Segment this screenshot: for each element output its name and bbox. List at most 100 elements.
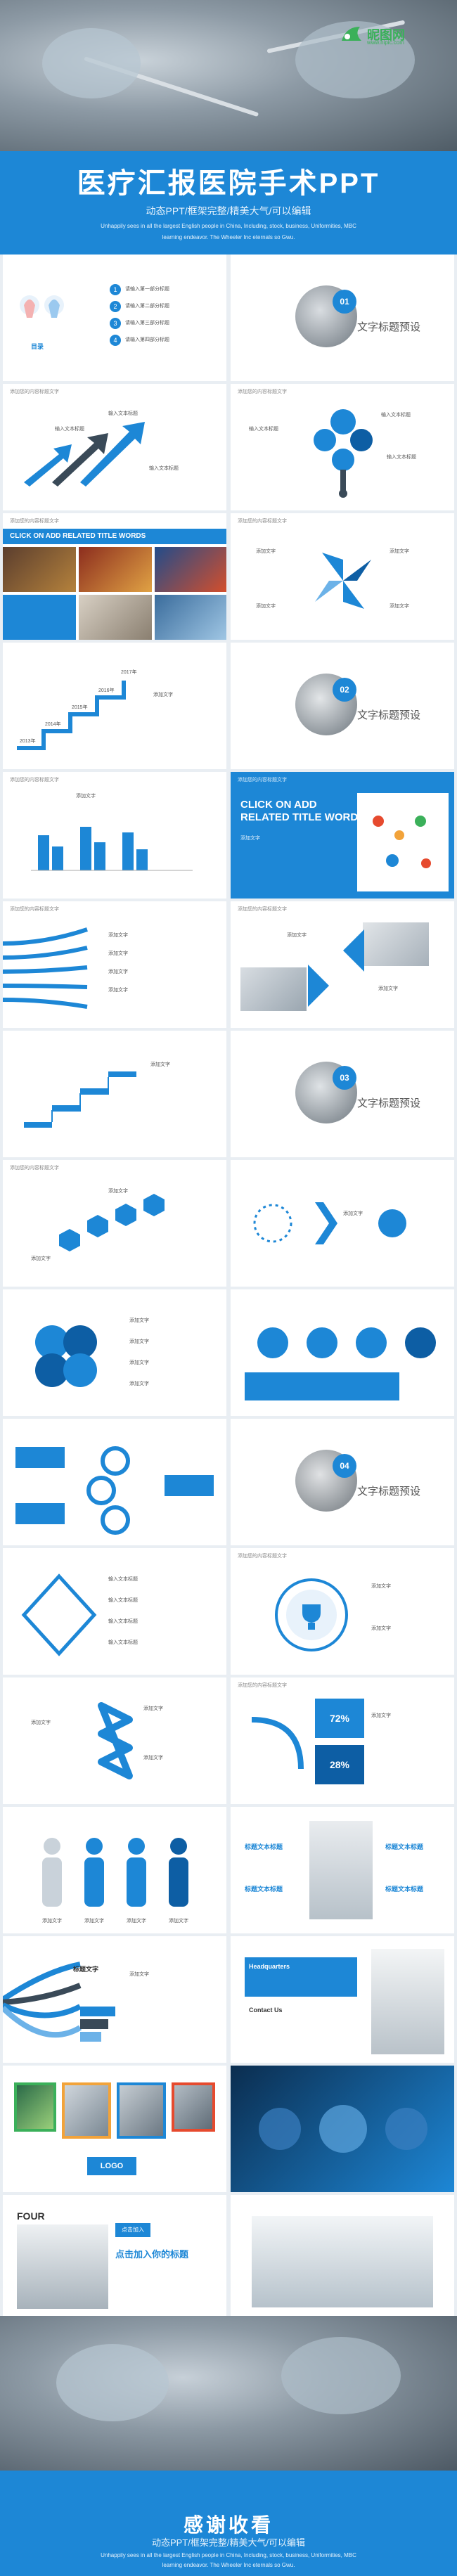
slide-contact[interactable]: Headquarters Contact Us [231, 1936, 454, 2063]
slide-gears[interactable] [3, 1419, 226, 1545]
slide-staircase[interactable]: 2013年 2014年 2015年 2016年 2017年 添加文字 [3, 643, 226, 769]
nurse-heading: 标题文本标题 [385, 1886, 424, 1893]
hexagon-label: 添加文字 [31, 1256, 51, 1261]
tech-icons-icon [259, 2105, 427, 2153]
slide-arrow-photos[interactable]: 添加您的内容标题文字 添加文字 添加文字 [231, 901, 454, 1028]
click-title: 点击加入你的标题 [115, 2249, 189, 2260]
toc-number: 4 [110, 335, 121, 346]
slide-click-blue[interactable]: 添加您的内容标题文字 CLICK ON ADD RELATED TITLE WO… [231, 772, 454, 899]
cover-subtitle: 动态PPT/框架完整/精美大气/可以编辑 Unhappily sees in a… [0, 205, 457, 243]
step-text: 添加文字 [150, 1062, 170, 1067]
slide-caption: 添加您的内容标题文字 [10, 907, 59, 912]
title-bar-text: CLICK ON ADD RELATED TITLE WORDS [10, 532, 146, 540]
slide-pinwheel[interactable]: 添加您的内容标题文字 添加文字 添加文字 添加文字 添加文字 [231, 513, 454, 640]
text-panel [3, 595, 76, 640]
slide-section-4[interactable]: 04 文字标题预设 [231, 1419, 454, 1545]
slide-color-frames[interactable]: LOGO [3, 2066, 226, 2192]
slide-flow-lines[interactable]: 添加您的内容标题文字 添加文字 添加文字 添加文字 添加文字 [3, 901, 226, 1028]
funnel-text: 添加文字 [129, 1972, 149, 1977]
zigzag-label: 添加文字 [143, 1756, 163, 1760]
slide-percent[interactable]: 添加您的内容标题文字 72% 28% 添加文字 [231, 1677, 454, 1804]
section-title: 文字标题预设 [357, 1485, 421, 1498]
slide-steps[interactable]: 添加文字 [3, 1031, 226, 1157]
headquarter-label: Headquarters [249, 1963, 290, 1970]
cover-photo [0, 0, 457, 151]
logo-block: LOGO [87, 2157, 136, 2175]
click-paragraph: 添加文字 [240, 836, 260, 841]
cover-subtitle-text: 动态PPT/框架完整/精美大气/可以编辑 [146, 205, 311, 217]
network-icon [314, 409, 373, 498]
team-photo [252, 2216, 433, 2307]
flow-text: 添加文字 [108, 970, 128, 974]
rings-icon [35, 1325, 97, 1387]
zigzag-label: 添加文字 [31, 1720, 51, 1725]
slide-zigzag[interactable]: 添加文字 添加文字 添加文字 [3, 1677, 226, 1804]
slide-circle-icons[interactable] [231, 1289, 454, 1416]
toc-label: 目录 [31, 343, 44, 350]
diamond-label: 输入文本标题 [108, 1598, 138, 1603]
diamond-label: 输入文本标题 [108, 1577, 138, 1582]
slide-bars[interactable]: 添加您的内容标题文字 添加文字 [3, 772, 226, 899]
slide-trophy-ring[interactable]: 添加您的内容标题文字 添加文字 添加文字 [231, 1548, 454, 1675]
slide-four[interactable]: FOUR 点击加入 点击加入你的标题 [3, 2195, 226, 2321]
doctors-photo [17, 2224, 108, 2309]
slide-caption: 添加您的内容标题文字 [10, 389, 59, 394]
pills-icon [373, 816, 431, 868]
photo-label: 添加文字 [287, 933, 307, 938]
steps-icon [24, 1071, 136, 1128]
cover-note-1: Unhappily sees in all the largest Englis… [101, 223, 356, 229]
people-label: 添加文字 [127, 1919, 146, 1924]
slide-caption: 添加您的内容标题文字 [238, 907, 287, 912]
slide-section-2[interactable]: 02 文字标题预设 [231, 643, 454, 769]
photo-label: 添加文字 [378, 986, 398, 991]
hexagons-icon [59, 1194, 165, 1251]
gear-tag [15, 1447, 65, 1468]
nurse-heading: 标题文本标题 [385, 1843, 424, 1850]
thumb-photo [79, 547, 152, 592]
slide-rings[interactable]: 添加文字 添加文字 添加文字 添加文字 [3, 1289, 226, 1416]
nurse-photo [309, 1821, 373, 1919]
slide-funnel[interactable]: 标题文字 添加文字 [3, 1936, 226, 2063]
slide-diamond[interactable]: 输入文本标题 输入文本标题 输入文本标题 输入文本标题 [3, 1548, 226, 1675]
year-label: 2017年 [121, 670, 137, 675]
toc-item-text: 请输入第三部分标题 [125, 321, 169, 326]
dots-chevron-icon [253, 1202, 406, 1244]
slide-section-1[interactable]: 01 文字标题预设 [231, 255, 454, 381]
staircase-icon [17, 681, 126, 750]
add-tag: 点击加入 [115, 2223, 150, 2237]
slide-cloud-icons[interactable]: 添加您的内容标题文字 输入文本标题 输入文本标题 输入文本标题 [231, 384, 454, 510]
pinwheel-label: 添加文字 [256, 604, 276, 609]
gears-icon [86, 1446, 130, 1535]
end-title: 感谢收看 [183, 2514, 273, 2536]
section-title: 文字标题预设 [357, 321, 421, 333]
section-number: 02 [333, 678, 356, 702]
toc-number: 1 [110, 284, 121, 295]
slide-people[interactable]: 添加文字 添加文字 添加文字 添加文字 [3, 1807, 226, 1933]
slide-team[interactable] [231, 2195, 454, 2321]
year-label: 2013年 [20, 739, 36, 744]
zigzag-label: 添加文字 [143, 1706, 163, 1711]
slide-caption: 添加您的内容标题文字 [238, 519, 287, 524]
dots-label: 添加文字 [343, 1211, 363, 1216]
contact-header [245, 1957, 357, 1997]
slide-hexagons[interactable]: 添加您的内容标题文字 添加文字 添加文字 [3, 1160, 226, 1287]
node-label: 输入文本标题 [249, 427, 278, 432]
thumb-photo [3, 547, 76, 592]
click-title-a: CLICK ON ADD [240, 799, 317, 811]
slide-caption: 添加您的内容标题文字 [238, 1554, 287, 1559]
slide-dark-tech[interactable] [231, 2066, 454, 2192]
end-note-2: learning endeavor. The Wheeler Inc etern… [162, 2562, 295, 2568]
slide-nurse[interactable]: 标题文本标题 标题文本标题 标题文本标题 标题文本标题 [231, 1807, 454, 1933]
slide-arrows[interactable]: 添加您的内容标题文字 输入文本标题 输入文本标题 输入文本标题 [3, 384, 226, 510]
zigzag-icon [98, 1702, 133, 1779]
glove-hand [281, 2337, 401, 2414]
thumb-photo [155, 547, 226, 592]
slide-dots-chevron[interactable]: 添加文字 [231, 1160, 454, 1287]
slide-caption: 添加您的内容标题文字 [238, 778, 287, 783]
slide-section-3[interactable]: 03 文字标题预设 [231, 1031, 454, 1157]
people-label: 添加文字 [42, 1919, 62, 1924]
slide-click-photos[interactable]: 添加您的内容标题文字 CLICK ON ADD RELATED TITLE WO… [3, 513, 226, 640]
pinwheel-icon [315, 553, 371, 609]
